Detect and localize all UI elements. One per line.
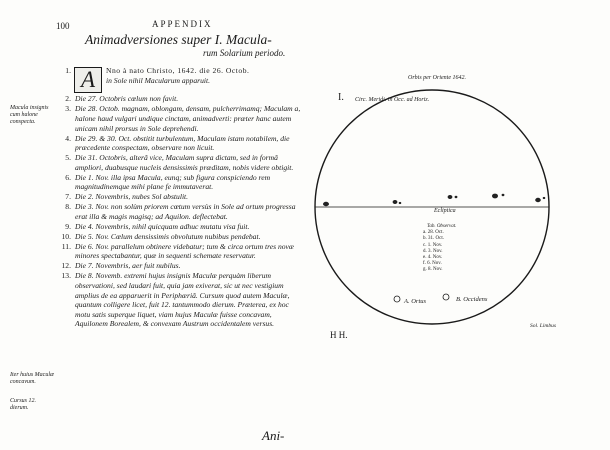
figure-seal-note: Sol. Limbus bbox=[530, 323, 556, 329]
section-subtitle: rum Solarium periodo. bbox=[203, 48, 286, 58]
catchword: Ani- bbox=[262, 428, 285, 443]
glyph-a-label: A. Ortus bbox=[404, 298, 427, 305]
entry-number: 1. bbox=[65, 66, 71, 75]
sunspot bbox=[447, 195, 453, 199]
sunspot bbox=[398, 201, 402, 205]
entry-2: 2. Die 27. Octobris cœlum non favit. bbox=[60, 94, 304, 104]
entry-8: 8. Die 3. Nov. non solùm priorem cœtum ve… bbox=[60, 202, 304, 221]
legend-row: c. 1. Nov. bbox=[423, 242, 443, 248]
entry-text: Die 5. Nov. Cœlum densissimis obvolutum … bbox=[75, 231, 261, 241]
entry-5: 5. Die 31. Octobris, alterâ vice, Maculam… bbox=[60, 153, 304, 172]
drop-cap: A bbox=[74, 67, 102, 93]
sun-disc-figure bbox=[314, 89, 550, 325]
legend-row: e. 4. Nov. bbox=[423, 255, 443, 261]
entry-9: 9. Die 4. Novembris, nihil quicquam adhuc… bbox=[60, 222, 304, 232]
entry-text: Die 8. Novemb. extremi hujus insignis Ma… bbox=[75, 271, 290, 329]
entry-text: Nno à nato Christo, 1642. die 26. Octob.… bbox=[106, 66, 304, 85]
entry-number: 8. bbox=[65, 202, 71, 212]
legend-row: b. 31. Oct. bbox=[423, 236, 444, 242]
legend-row: a. 28. Oct. bbox=[423, 230, 444, 236]
legend-header: Tab. Observat. bbox=[427, 224, 457, 229]
entry-10: 10.Die 5. Nov. Cœlum densissimis obvolut… bbox=[60, 232, 304, 242]
figure-annotation-top: Orbis per Oriente 1642. bbox=[408, 75, 466, 81]
glyph-b-label: B. Occidens bbox=[456, 296, 488, 303]
sunspot bbox=[501, 193, 505, 197]
figure-signature: H H. bbox=[330, 330, 348, 340]
entry-text: Die 1. Nov. illa ipsa Macula, eunq; sub … bbox=[75, 172, 271, 192]
page-number: 100 bbox=[56, 21, 70, 31]
entry-number: 6. bbox=[65, 172, 71, 182]
figure-number: I. bbox=[338, 92, 344, 103]
legend-row: f. 6. Nov. bbox=[423, 261, 442, 267]
entry-number: 11. bbox=[61, 241, 71, 251]
ecliptic-label: Ecliptica bbox=[434, 208, 456, 214]
sunspot bbox=[535, 197, 541, 203]
margin-note: Macula insignis cum halone conspecta. bbox=[10, 105, 49, 125]
entry-number: 7. bbox=[65, 192, 71, 202]
entry-text: Die 27. Octobris cœlum non favit. bbox=[75, 94, 179, 104]
entry-number: 4. bbox=[65, 133, 71, 143]
entry-text: Die 28. Octob. magnam, oblongam, densam,… bbox=[75, 104, 301, 133]
sunspot bbox=[492, 193, 498, 199]
entry-text: Die 29. & 30. Oct. obstitit turbulentum,… bbox=[75, 133, 290, 153]
entry-text: Die 31. Octobris, alterâ vice, Maculam s… bbox=[75, 153, 294, 172]
section-title: Animadversiones super I. Macula- bbox=[85, 32, 272, 47]
observation-legend: Tab. Observat. a. 28. Oct. b. 31. Oct. c… bbox=[423, 224, 456, 274]
glyph-a-mark bbox=[393, 295, 401, 303]
sunspot bbox=[323, 201, 329, 207]
entry-text: Die 7. Novembris, aer fuit nubilus. bbox=[75, 261, 181, 271]
entry-13: 13.Die 8. Novemb. extremi hujus insignis… bbox=[60, 271, 304, 329]
entry-text: Die 4. Novembris, nihil quicquam adhuc m… bbox=[75, 221, 250, 231]
figure-annotation-left: Circ. Meridi. in Occ. ad Horiz. bbox=[355, 97, 430, 103]
entry-number: 10. bbox=[61, 231, 72, 241]
entry-7: 7. Die 2. Novembris, nubes Sol abstulit. bbox=[60, 192, 304, 202]
entry-text-cont: in Sole nihil Macularum apparuit. bbox=[106, 75, 210, 85]
sunspot bbox=[542, 196, 546, 200]
observation-list: 1. A Nno à nato Christo, 1642. die 26. O… bbox=[60, 66, 304, 329]
entry-text: Die 2. Novembris, nubes Sol abstulit. bbox=[75, 192, 189, 202]
entry-number: 3. bbox=[65, 104, 71, 114]
entry-3: 3. Die 28. Octob. magnam, oblongam, densa… bbox=[60, 104, 304, 133]
entry-12: 12.Die 7. Novembris, aer fuit nubilus. bbox=[60, 261, 304, 271]
entry-number: 2. bbox=[65, 94, 71, 104]
sunspot bbox=[454, 195, 458, 199]
sunspot bbox=[392, 200, 398, 204]
entry-text: Die 6. Nov. parallelum obtinere videbatu… bbox=[75, 241, 294, 261]
running-head: APPENDIX bbox=[152, 19, 213, 29]
legend-row: d. 3. Nov. bbox=[423, 248, 443, 254]
legend-row: g. 8. Nov. bbox=[423, 267, 443, 273]
entry-text: Die 3. Nov. non solùm priorem cœtum vers… bbox=[75, 202, 296, 221]
entry-lead: Nno à nato Christo, 1642. die 26. Octob. bbox=[106, 66, 250, 75]
entry-number: 5. bbox=[65, 153, 71, 163]
entry-number: 12. bbox=[61, 261, 72, 271]
glyph-b-mark bbox=[442, 293, 450, 301]
entry-6: 6. Die 1. Nov. illa ipsa Macula, eunq; su… bbox=[60, 173, 304, 192]
entry-1: 1. A Nno à nato Christo, 1642. die 26. O… bbox=[60, 66, 304, 94]
entry-4: 4. Die 29. & 30. Oct. obstitit turbulentu… bbox=[60, 134, 304, 153]
entry-number: 13. bbox=[61, 271, 72, 281]
margin-note: Cursus 12. dierum. bbox=[10, 398, 37, 411]
margin-note: Iter huius Maculæ concavum. bbox=[10, 372, 54, 385]
entry-number: 9. bbox=[65, 221, 71, 231]
entry-11: 11. Die 6. Nov. parallelum obtinere videb… bbox=[60, 242, 304, 261]
sunspot-group bbox=[323, 193, 546, 207]
